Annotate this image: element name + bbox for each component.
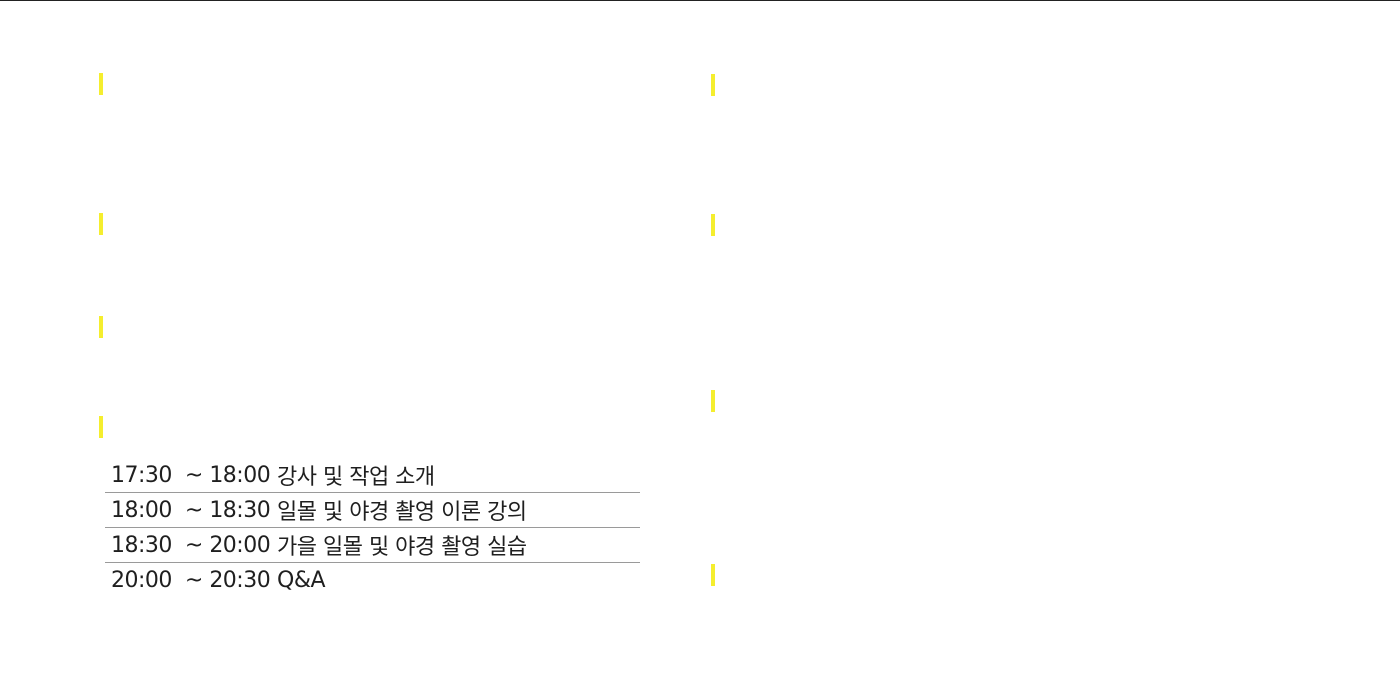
schedule-item: Q&A [277, 568, 326, 593]
section-marker [99, 316, 103, 338]
schedule-time: 18:30 ~ 20:00 [111, 532, 271, 558]
schedule-item: 일몰 및 야경 촬영 이론 강의 [277, 500, 527, 525]
schedule-time: 17:30 ~ 18:00 [111, 462, 271, 488]
section-marker [711, 564, 715, 586]
schedule-row: 17:30 ~ 18:00 강사 및 작업 소개 [105, 458, 640, 493]
schedule-row: 18:30 ~ 20:00 가을 일몰 및 야경 촬영 실습 [105, 528, 640, 563]
section-marker [99, 73, 103, 95]
section-marker [99, 416, 103, 438]
section-marker [711, 74, 715, 96]
top-divider [0, 0, 1400, 1]
schedule-table: 17:30 ~ 18:00 강사 및 작업 소개 18:00 ~ 18:30 일… [105, 458, 640, 598]
schedule-time: 18:00 ~ 18:30 [111, 497, 271, 523]
section-marker [99, 213, 103, 235]
section-marker [711, 214, 715, 236]
section-marker [711, 390, 715, 412]
schedule-item: 가을 일몰 및 야경 촬영 실습 [277, 535, 527, 560]
schedule-time: 20:00 ~ 20:30 [111, 568, 271, 593]
schedule-row: 20:00 ~ 20:30 Q&A [105, 563, 640, 598]
schedule-item: 강사 및 작업 소개 [277, 465, 435, 490]
schedule-row: 18:00 ~ 18:30 일몰 및 야경 촬영 이론 강의 [105, 493, 640, 528]
